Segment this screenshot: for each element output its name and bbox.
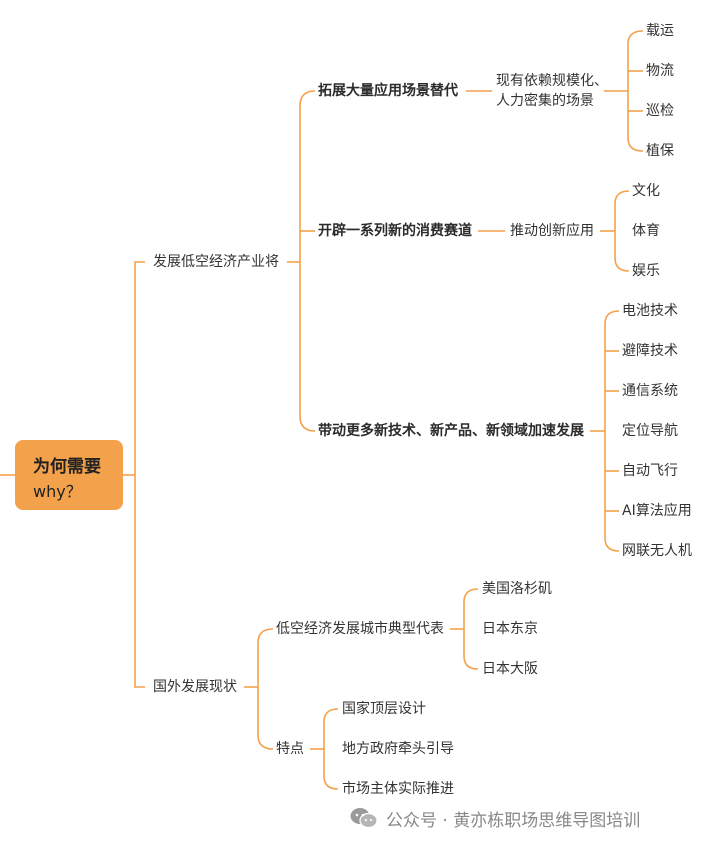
root-title: 为何需要 bbox=[33, 457, 101, 477]
node-develop[interactable]: 发展低空经济产业将 bbox=[153, 254, 279, 270]
root-node[interactable]: 为何需要 why？ bbox=[15, 440, 123, 510]
leaf-scene[interactable]: 物流 bbox=[646, 63, 674, 79]
wechat-icon bbox=[350, 808, 378, 829]
node-drive[interactable]: 带动更多新技术、新产品、新领域加速发展 bbox=[318, 423, 584, 439]
node-abroad[interactable]: 国外发展现状 bbox=[153, 679, 237, 695]
leaf-feature[interactable]: 国家顶层设计 bbox=[342, 701, 426, 717]
leaf-tech[interactable]: 网联无人机 bbox=[622, 543, 692, 559]
leaf-scene[interactable]: 载运 bbox=[646, 23, 674, 39]
leaf-city[interactable]: 日本大阪 bbox=[482, 661, 538, 677]
node-features[interactable]: 特点 bbox=[276, 741, 304, 757]
node-expand[interactable]: 拓展大量应用场景替代 bbox=[318, 83, 458, 99]
leaf-consume[interactable]: 娱乐 bbox=[632, 263, 660, 279]
watermark-text: 公众号 · 黄亦栋职场思维导图培训 bbox=[386, 810, 641, 831]
leaf-tech[interactable]: 电池技术 bbox=[622, 303, 678, 319]
watermark: 公众号 · 黄亦栋职场思维导图培训 bbox=[350, 806, 641, 831]
node-cities[interactable]: 低空经济发展城市典型代表 bbox=[276, 621, 444, 637]
leaf-feature[interactable]: 地方政府牵头引导 bbox=[342, 741, 454, 757]
node-promote[interactable]: 推动创新应用 bbox=[510, 223, 594, 239]
root-subtitle: why？ bbox=[33, 482, 82, 501]
leaf-consume[interactable]: 文化 bbox=[632, 183, 660, 199]
leaf-consume[interactable]: 体育 bbox=[632, 223, 660, 239]
leaf-tech[interactable]: 避障技术 bbox=[622, 343, 678, 359]
leaf-feature[interactable]: 市场主体实际推进 bbox=[342, 781, 454, 797]
leaf-tech[interactable]: AI算法应用 bbox=[622, 503, 692, 519]
leaf-tech[interactable]: 自动飞行 bbox=[622, 463, 678, 479]
node-replace-line2[interactable]: 人力密集的场景 bbox=[496, 93, 594, 109]
node-replace-line1[interactable]: 现有依赖规模化、 bbox=[496, 73, 608, 89]
leaf-city[interactable]: 美国洛杉矶 bbox=[482, 581, 552, 597]
leaf-tech[interactable]: 通信系统 bbox=[622, 383, 678, 399]
leaf-city[interactable]: 日本东京 bbox=[482, 621, 538, 637]
leaf-scene[interactable]: 巡检 bbox=[646, 103, 674, 119]
leaf-scene[interactable]: 植保 bbox=[646, 143, 674, 159]
node-open[interactable]: 开辟一系列新的消费赛道 bbox=[318, 223, 472, 239]
leaf-tech[interactable]: 定位导航 bbox=[622, 423, 678, 439]
